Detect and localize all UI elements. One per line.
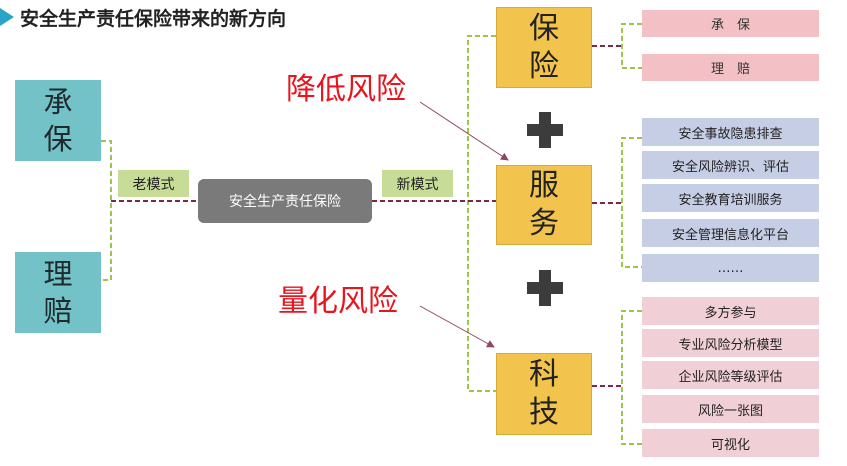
service-pillar: 服务 <box>496 165 592 245</box>
insurance-pillar: 保险 <box>496 7 592 88</box>
service-pillar-label: 服务 <box>529 168 559 241</box>
tech-pillar-label: 科技 <box>529 357 559 430</box>
tech-bracket <box>621 310 642 445</box>
plus-icon <box>527 112 563 148</box>
quantify-risk-arrow <box>419 305 495 348</box>
title-bar: 安全生产责任保险带来的新方向 <box>0 0 420 34</box>
page-title: 安全生产责任保险带来的新方向 <box>20 8 287 30</box>
left-bracket-line <box>101 140 112 281</box>
claims-label: 理赔 <box>43 256 73 328</box>
service-item: 安全风险辨识、评估 <box>642 151 819 179</box>
reduce-risk-arrow <box>419 101 509 161</box>
triangle-marker-icon <box>0 8 14 26</box>
insurance-item: 承 保 <box>642 10 819 37</box>
pillar-bracket-line <box>467 35 496 392</box>
service-item: 安全事故隐患排查 <box>642 118 819 146</box>
insurance-pillar-label: 保险 <box>529 10 559 84</box>
service-item: 安全管理信息化平台 <box>642 219 819 247</box>
service-bracket <box>621 137 642 268</box>
service-item: 安全教育培训服务 <box>642 184 819 212</box>
underwriting-box: 承保 <box>15 80 101 161</box>
tech-item: 专业风险分析模型 <box>642 329 819 357</box>
insurance-item: 理 赔 <box>642 54 819 81</box>
service-item: …… <box>642 254 819 282</box>
tech-pillar: 科技 <box>496 353 592 435</box>
plus-icon <box>527 270 563 306</box>
tech-item: 多方参与 <box>642 297 819 325</box>
center-box: 安全生产责任保险 <box>198 179 372 223</box>
quantify-risk-label: 量化风险 <box>278 284 398 319</box>
underwriting-label: 承保 <box>43 84 73 156</box>
new-mode-label: 新模式 <box>382 170 453 197</box>
claims-box: 理赔 <box>15 252 101 333</box>
reduce-risk-label: 降低风险 <box>286 72 406 107</box>
insurance-bracket <box>621 23 642 69</box>
old-mode-label: 老模式 <box>118 170 189 197</box>
tech-item: 风险一张图 <box>642 395 819 423</box>
tech-item: 企业风险等级评估 <box>642 361 819 389</box>
tech-item: 可视化 <box>642 429 819 457</box>
